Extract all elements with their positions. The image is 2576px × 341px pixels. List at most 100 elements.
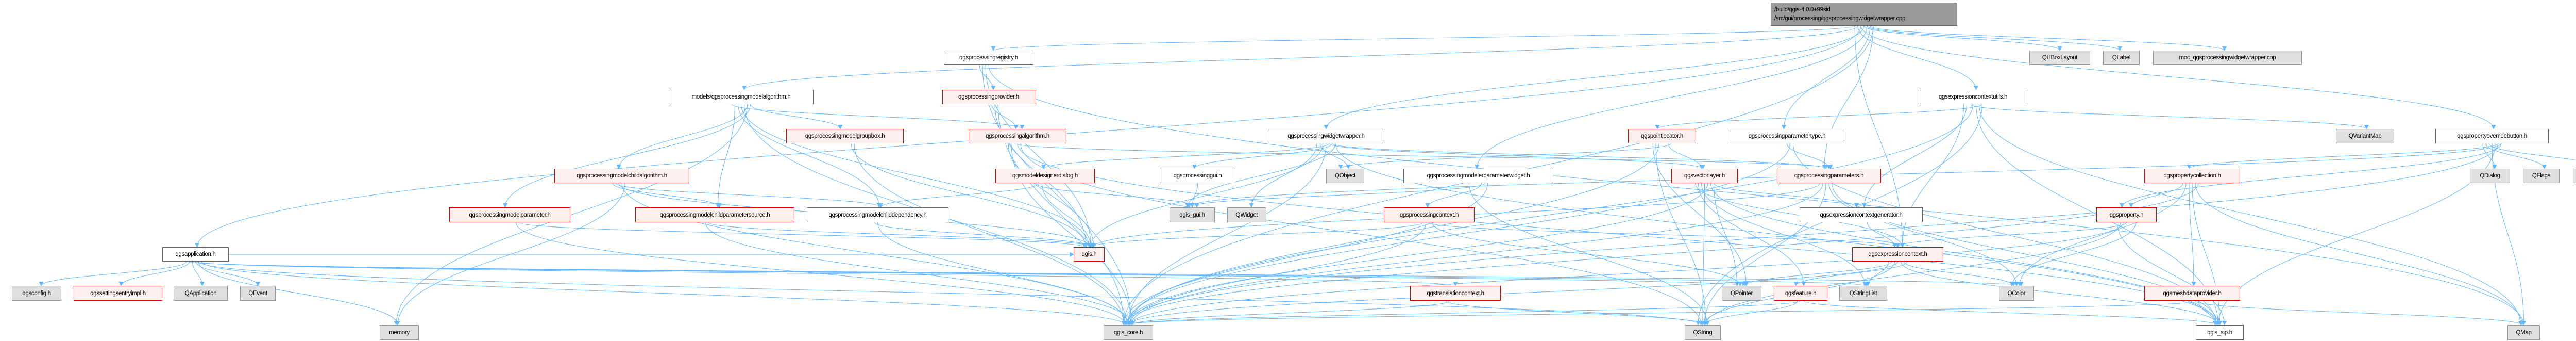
graph-node-qgiscore: qgis_core.h: [1104, 325, 1153, 340]
graph-node-algorithm[interactable]: qgsprocessingalgorithm.h: [969, 129, 1066, 143]
graph-node-overridebtn[interactable]: qgspropertyoverridebutton.h: [2435, 129, 2549, 143]
graph-node-qcolor: QColor: [1999, 286, 2034, 301]
graph-node-qgisgui: qgis_gui.h: [1170, 207, 1215, 222]
graph-node-moc: moc_qgsprocessingwidgetwrapper.cpp: [2153, 51, 2302, 65]
graph-node-qtoolbutton: QToolButton: [2573, 169, 2576, 183]
node-label: qgsprocessingregistry.h: [959, 55, 1018, 61]
graph-node-qwidget: QWidget: [1227, 207, 1266, 222]
edge-app-to-qcolor: [186, 261, 2023, 286]
node-label: qgsfeature.h: [1785, 290, 1817, 297]
edge-main-to-paramtype: [1782, 25, 1871, 129]
edge-property-to-qcolor: [2009, 222, 2136, 286]
edge-childalg-to-childdep: [615, 183, 883, 208]
edge-context-to-exprctx: [1429, 222, 1900, 248]
edge-exprctx-to-feature: [1793, 261, 1907, 286]
graph-node-groupbox[interactable]: qgsprocessingmodelgroupbox.h: [786, 129, 904, 143]
edge-modelalg-to-modelparam: [503, 104, 751, 208]
edge-wrapperh-to-parameters: [1332, 143, 1828, 169]
edge-vectorlayer-to-qgissip: [1710, 183, 2219, 326]
graph-node-qgis[interactable]: qgis.h: [1074, 247, 1105, 262]
graph-node-qlabel: QLabel: [2103, 51, 2140, 65]
graph-node-property[interactable]: qgsproperty.h: [2096, 207, 2157, 222]
edge-exprutils-to-pointlocator: [1655, 104, 1982, 129]
node-label: QApplication: [184, 290, 217, 297]
edge-main-to-registry: [991, 25, 1855, 51]
graph-node-qgissip[interactable]: qgis_sip.h: [2196, 325, 2244, 340]
node-label: QObject: [1334, 173, 1356, 179]
graph-node-main[interactable]: /build/qgis-4.0.0+99sid/src/gui/processi…: [1771, 3, 1957, 26]
edge-designer-to-childdep: [878, 183, 1039, 208]
graph-node-context[interactable]: qgsprocessingcontext.h: [1384, 207, 1475, 222]
edge-mesh-to-qmap: [2195, 300, 2524, 326]
edge-modelalg-to-memory: [394, 104, 748, 326]
node-label: qgsprocessingparametertype.h: [1748, 133, 1826, 139]
edge-modelalg-to-groupbox: [750, 104, 843, 129]
node-label: qgsconfig.h: [22, 290, 51, 297]
graph-node-exprgen[interactable]: qgsexpressioncontextgenerator.h: [1800, 207, 1923, 222]
graph-node-exprctx[interactable]: qgsexpressioncontext.h: [1852, 247, 1943, 262]
node-label: qgis.h: [1081, 251, 1097, 257]
edge-feature-to-qgissip: [1803, 300, 2221, 326]
node-label: qgsprocessinggui.h: [1173, 173, 1222, 179]
edge-context-to-qgis: [1090, 222, 1423, 248]
edge-vectorlayer-to-qpointer: [1714, 183, 1739, 286]
node-label: models/qgsprocessingmodelalgorithm.h: [691, 94, 791, 100]
graph-node-settings[interactable]: qgssettingsentryimpl.h: [74, 286, 162, 301]
graph-node-qmap: QMap: [2507, 325, 2540, 340]
node-label: qgspropertycollection.h: [2163, 173, 2221, 179]
edge-propcoll-to-qmap: [2195, 183, 2524, 326]
graph-node-wrapperh[interactable]: qgsprocessingwidgetwrapper.h: [1269, 129, 1383, 143]
graph-node-modelalg[interactable]: models/qgsprocessingmodelalgorithm.h: [669, 90, 814, 104]
edge-exprgen-to-exprctx: [1867, 222, 1897, 248]
graph-node-paramtype[interactable]: qgsprocessingparametertype.h: [1730, 129, 1844, 143]
edge-childparamsrc-to-qgis: [708, 222, 1095, 248]
graph-node-mesh[interactable]: qgsmeshdataprovider.h: [2144, 286, 2240, 301]
graph-node-translation[interactable]: qgstranslationcontext.h: [1410, 286, 1501, 301]
node-label: qgis_gui.h: [1179, 212, 1205, 218]
edge-paramtype-to-parameters: [1787, 143, 1832, 169]
edge-propcoll-to-property: [2129, 183, 2183, 208]
node-label: QFlags: [2532, 173, 2551, 179]
graph-node-app[interactable]: qgsapplication.h: [162, 247, 229, 262]
edge-app-to-settings: [118, 261, 190, 286]
edge-modelalg-to-algorithm: [732, 104, 1025, 129]
edge-exprutils-to-qgiscore: [1126, 104, 1973, 326]
graph-node-registry[interactable]: qgsprocessingregistry.h: [944, 51, 1033, 65]
graph-node-provider[interactable]: qgsprocessingprovider.h: [942, 90, 1035, 104]
graph-node-modelparam[interactable]: qgsprocessingmodelparameter.h: [449, 207, 570, 222]
node-label: QDialog: [2480, 173, 2500, 179]
edge-exprctx-to-qcolor: [1904, 261, 2016, 286]
graph-node-childparamsrc[interactable]: qgsprocessingmodelchildparametersource.h: [635, 207, 794, 222]
edge-childdep-to-qgiscore: [877, 222, 1131, 326]
graph-node-vectorlayer[interactable]: qgsvectorlayer.h: [1671, 169, 1738, 183]
edge-app-to-qpointer: [192, 261, 1745, 286]
graph-node-designer[interactable]: qgsmodeldesignerdialog.h: [995, 169, 1095, 183]
node-label: QStringList: [1849, 290, 1877, 297]
graph-node-pointlocator[interactable]: qgspointlocator.h: [1628, 129, 1696, 143]
edge-propcoll-to-qcolor: [2017, 183, 2187, 286]
edge-pointlocator-to-qstring: [1655, 143, 1708, 326]
graph-node-procgui[interactable]: qgsprocessinggui.h: [1160, 169, 1235, 183]
node-label: QHBoxLayout: [2042, 55, 2078, 61]
edge-exprctx-to-qgissip: [1901, 261, 2221, 326]
graph-node-qstringlist: QStringList: [1839, 286, 1887, 301]
edge-app-to-translation: [195, 261, 1458, 286]
node-label: qgssettingsentryimpl.h: [90, 290, 146, 297]
graph-node-config: qgsconfig.h: [12, 286, 61, 301]
graph-node-qpointer: QPointer: [1722, 286, 1761, 301]
edge-childalg-to-memory: [395, 183, 625, 326]
edge-propcoll-to-mesh: [2189, 183, 2196, 286]
graph-node-qevent: QEvent: [240, 286, 276, 301]
graph-node-childalg[interactable]: qgsprocessingmodelchildalgorithm.h: [554, 169, 689, 183]
node-label: qgsprocessingmodelerparameterwidget.h: [1427, 173, 1530, 179]
edge-app-to-memory: [198, 261, 400, 326]
node-label: qgstranslationcontext.h: [1427, 290, 1484, 297]
graph-node-modelerparamwidget[interactable]: qgsprocessingmodelerparameterwidget.h: [1403, 169, 1553, 183]
graph-node-childdep[interactable]: qgsprocessingmodelchilddependency.h: [807, 207, 948, 222]
graph-node-propcoll[interactable]: qgspropertycollection.h: [2144, 169, 2240, 183]
edge-overridebtn-to-qflags: [2485, 143, 2547, 169]
graph-node-exprutils[interactable]: qgsexpressioncontextutils.h: [1920, 90, 2026, 104]
graph-node-parameters[interactable]: qgsprocessingparameters.h: [1777, 169, 1881, 183]
graph-node-feature[interactable]: qgsfeature.h: [1774, 286, 1827, 301]
edge-overridebtn-to-qgiscore: [1123, 143, 2499, 326]
